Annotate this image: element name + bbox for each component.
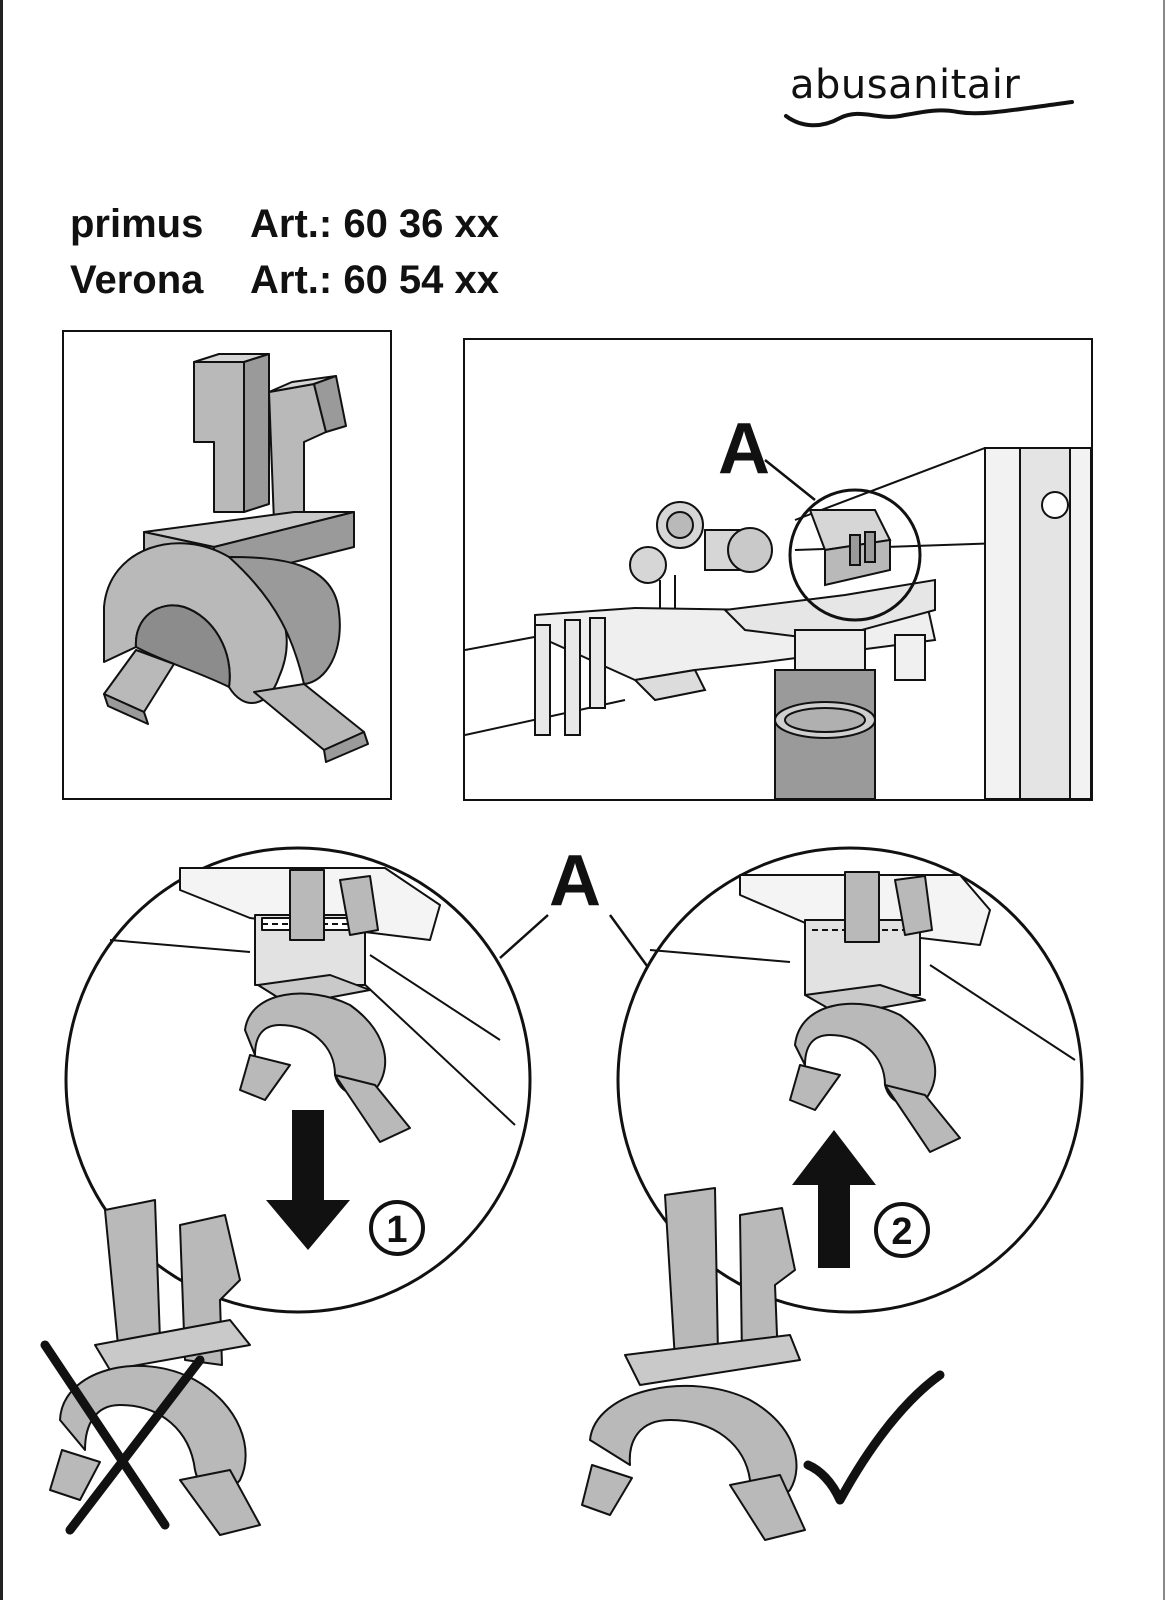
cross-icon: [40, 1340, 205, 1535]
step-number-badge: [369, 1200, 425, 1256]
callout-label-a: A: [718, 409, 770, 489]
clip-part-illustration: [103, 353, 369, 763]
tank-overview-panel: [463, 338, 1093, 801]
product-titles: primus Art.: 60 36 xx Verona Art.: 60 54…: [70, 196, 499, 308]
brand-wave-icon: [784, 100, 1074, 128]
checkmark-icon: [803, 1370, 945, 1505]
tank-mechanism-illustration: [465, 447, 1091, 799]
step-number: 2: [891, 1211, 912, 1253]
arrow-up-icon: [792, 1130, 876, 1268]
step-number: 1: [386, 1209, 407, 1251]
step-number-badge: [874, 1202, 930, 1258]
product-name: Verona: [70, 258, 204, 302]
callout-label-a: A: [549, 841, 601, 921]
product-article: Art.: 60 36 xx: [250, 202, 500, 246]
product-article: Art.: 60 54 xx: [250, 258, 500, 302]
clip-part-panel: [62, 330, 392, 800]
wrong-position-clip: [49, 1199, 261, 1536]
brand-name: abusanitair: [790, 62, 1021, 108]
brand-logo: abusanitair: [784, 62, 1090, 152]
detail-circle-right: 2: [616, 846, 1084, 1314]
product-row: primus Art.: 60 36 xx: [70, 196, 499, 252]
detail-circle-left: 1: [64, 846, 532, 1314]
correct-position-clip: [581, 1187, 806, 1541]
product-name: primus: [70, 202, 204, 246]
page-edge-left: [0, 0, 3, 1600]
arrow-down-icon: [266, 1110, 350, 1250]
page-edge-right: [1163, 0, 1165, 1600]
product-row: Verona Art.: 60 54 xx: [70, 252, 499, 308]
